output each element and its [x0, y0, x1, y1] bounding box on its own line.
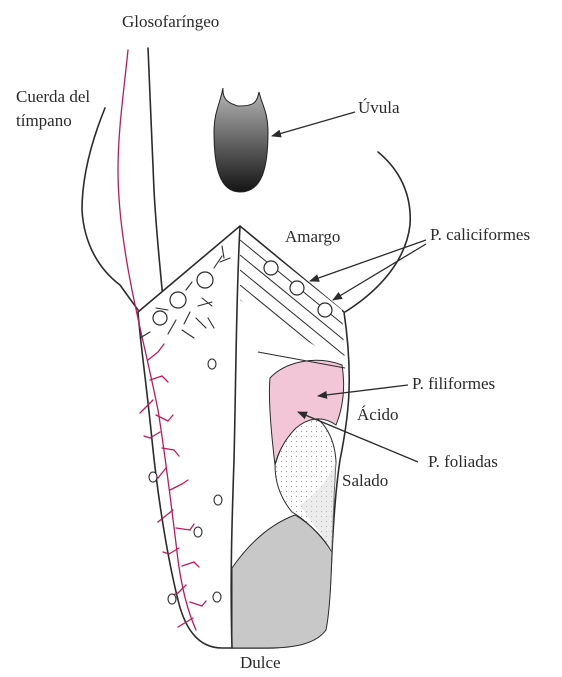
label-filiformes: P. filiformes	[412, 374, 495, 393]
label-salado: Salado	[342, 471, 388, 490]
label-dulce: Dulce	[240, 653, 281, 672]
label-cuerda-line2: tímpano	[16, 111, 72, 130]
label-foliadas: P. foliadas	[428, 452, 498, 471]
caliciformes-arrow-1	[310, 240, 426, 281]
uvula-icon	[214, 88, 268, 192]
glossopharyngeal-nerve	[148, 48, 163, 300]
label-caliciformes: P. caliciformes	[430, 225, 530, 244]
label-acido: Ácido	[357, 405, 399, 424]
label-glosofaringeo: Glosofaríngeo	[122, 12, 219, 31]
pharynx-right-outline	[345, 152, 410, 312]
label-uvula: Úvula	[358, 98, 400, 117]
uvula-arrow	[272, 112, 355, 136]
caliciformes-arrow-2	[333, 244, 426, 300]
label-amargo: Amargo	[285, 227, 340, 246]
label-cuerda-line1: Cuerda del	[16, 87, 90, 106]
